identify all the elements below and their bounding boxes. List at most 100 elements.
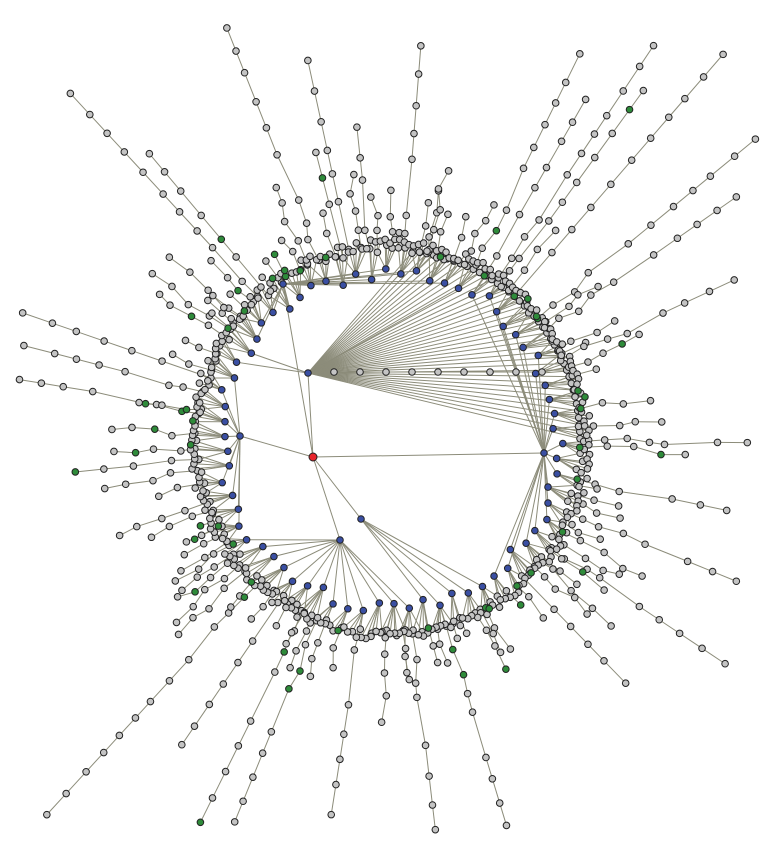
- leaf-node: [669, 202, 678, 211]
- graph-edge: [347, 610, 364, 633]
- hub-node: [550, 409, 559, 418]
- graph-edge: [307, 256, 441, 374]
- graph-edge: [545, 305, 570, 323]
- leaf-node: [258, 749, 267, 757]
- leaf-node: [236, 550, 244, 558]
- graph-edge: [208, 324, 230, 341]
- highlighted-node: [573, 475, 582, 483]
- highlighted-node: [334, 626, 342, 635]
- graph-edge: [208, 588, 225, 610]
- leaf-node: [158, 357, 166, 365]
- leaf-node: [456, 621, 465, 630]
- leaf-node: [99, 748, 108, 757]
- leaf-node: [381, 235, 389, 244]
- leaf-node: [195, 398, 204, 407]
- graph-edge: [533, 124, 546, 148]
- leaf-node: [191, 484, 200, 492]
- leaf-node: [356, 368, 364, 376]
- leaf-node: [172, 618, 181, 627]
- graph-edge: [428, 776, 433, 806]
- highlighted-node: [268, 274, 277, 283]
- hub-node: [397, 270, 405, 278]
- leaf-node: [306, 252, 314, 261]
- leaf-node: [481, 216, 490, 225]
- leaf-node: [421, 741, 430, 750]
- leaf-node: [609, 278, 618, 286]
- leaf-node: [706, 172, 715, 180]
- leaf-node: [252, 97, 260, 106]
- leaf-node: [408, 249, 416, 257]
- leaf-node: [414, 630, 423, 639]
- graph-edge: [284, 221, 299, 242]
- graph-edge: [524, 249, 538, 271]
- graph-edge: [307, 279, 492, 374]
- graph-edge: [335, 759, 341, 785]
- graph-edge: [622, 66, 641, 92]
- leaf-node: [330, 368, 338, 376]
- graph-edge: [355, 248, 363, 275]
- leaf-node: [350, 170, 358, 179]
- highlighted-node: [318, 174, 327, 182]
- highlighted-node: [502, 665, 510, 673]
- leaf-node: [339, 254, 347, 262]
- graph-edge: [408, 608, 410, 634]
- graph-edge: [535, 373, 545, 454]
- leaf-node: [664, 113, 673, 122]
- leaf-node: [241, 564, 250, 572]
- leaf-node: [208, 243, 217, 252]
- leaf-node: [204, 356, 212, 365]
- leaf-node: [568, 520, 576, 529]
- leaf-node: [166, 469, 175, 477]
- leaf-node: [573, 580, 581, 589]
- leaf-node: [394, 243, 403, 252]
- leaf-node: [72, 327, 81, 336]
- leaf-node: [247, 615, 256, 623]
- graph-edge: [425, 745, 430, 777]
- leaf-node: [401, 644, 410, 653]
- leaf-node: [380, 669, 389, 677]
- graph-edge: [491, 778, 501, 804]
- leaf-node: [583, 465, 592, 473]
- leaf-node: [567, 489, 576, 498]
- graph-edge: [307, 372, 580, 433]
- graph-edge: [199, 797, 213, 823]
- leaf-node: [515, 297, 524, 305]
- leaf-node: [340, 623, 348, 631]
- leaf-node: [128, 346, 136, 355]
- leaf-node: [382, 368, 390, 376]
- graph-edge: [307, 372, 580, 426]
- graph-edge: [75, 468, 104, 473]
- leaf-node: [721, 659, 729, 668]
- graph-edge: [545, 378, 579, 386]
- graph-edge: [299, 644, 306, 672]
- leaf-node: [194, 565, 203, 573]
- leaf-node: [705, 287, 714, 296]
- leaf-node: [190, 722, 199, 730]
- leaf-node: [616, 514, 624, 522]
- leaf-node: [693, 220, 701, 229]
- leaf-node: [204, 377, 212, 385]
- leaf-node: [220, 303, 228, 312]
- leaf-node: [273, 150, 281, 159]
- leaf-node: [619, 529, 628, 538]
- highlighted-node: [229, 540, 237, 548]
- highlighted-node: [321, 253, 330, 262]
- highlighted-node: [581, 393, 589, 401]
- leaf-node: [631, 417, 640, 426]
- graph-edge: [307, 300, 520, 374]
- graph-edge: [413, 105, 417, 134]
- leaf-node: [182, 538, 191, 546]
- leaf-node: [329, 644, 338, 652]
- leaf-node: [574, 422, 583, 431]
- leaf-node: [37, 379, 46, 387]
- graph-edge: [307, 326, 543, 374]
- graph-edge: [188, 363, 212, 371]
- leaf-node: [495, 603, 504, 611]
- graph-edge: [523, 147, 535, 169]
- graph-edge: [581, 133, 595, 154]
- leaf-node: [493, 252, 501, 260]
- graph-edge: [232, 325, 252, 354]
- graph-edge: [381, 695, 387, 723]
- leaf-node: [615, 487, 623, 496]
- graph-edge: [536, 230, 556, 250]
